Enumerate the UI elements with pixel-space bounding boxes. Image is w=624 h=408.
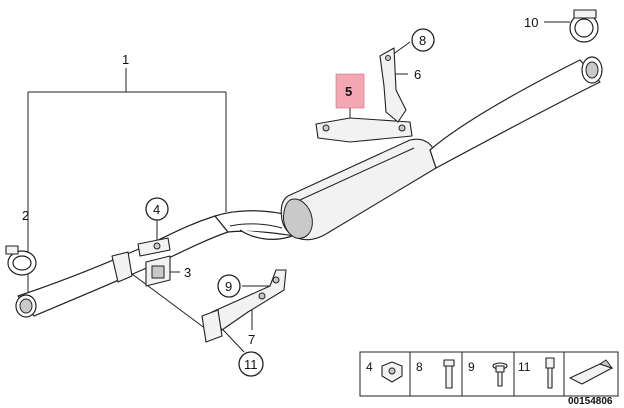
callout-circle-9 (217, 274, 241, 298)
callout-circle-8 (411, 28, 435, 52)
label-part-9: 9 (225, 279, 232, 294)
hardware-legend: 4 8 9 11 (359, 351, 619, 397)
part-labels: 1 2 3 4 5 6 7 8 9 10 11 (22, 15, 538, 377)
legend-item-11: 11 (518, 360, 531, 374)
bracket-part-7 (211, 269, 287, 331)
highlight-box-part-5 (335, 73, 365, 109)
label-part-8: 8 (419, 33, 426, 48)
label-part-11: 11 (244, 357, 258, 372)
label-part-2: 2 (22, 208, 29, 223)
legend-item-4: 4 (366, 360, 373, 374)
clamp-part-10 (569, 9, 599, 43)
callout-circle-4 (145, 197, 169, 221)
stud-bolt-icon (545, 357, 555, 389)
label-part-10: 10 (524, 15, 538, 30)
label-part-7: 7 (248, 332, 255, 347)
label-part-6: 6 (414, 67, 421, 82)
label-part-3: 3 (184, 265, 191, 280)
legend-item-8: 8 (416, 360, 423, 374)
legend-frame (359, 351, 619, 397)
nut-icon (381, 361, 403, 383)
label-part-5: 5 (345, 84, 352, 99)
leader-lines (27, 21, 570, 353)
rubber-mount-part-3 (145, 255, 171, 287)
hanger-bracket-part-6 (379, 47, 407, 123)
exhaust-pipe-assembly (15, 56, 603, 318)
label-part-1: 1 (122, 52, 129, 67)
rubber-mount-part-11 (201, 309, 223, 343)
bracket-part-4 (137, 237, 171, 257)
label-part-4: 4 (153, 202, 160, 217)
legend-item-9: 9 (468, 360, 475, 374)
arrow-reference-icon (569, 359, 614, 385)
callout-circle-11 (238, 351, 264, 377)
reference-number: 00154806 (568, 396, 613, 407)
flange-bolt-icon (492, 362, 508, 387)
clamp-part-2 (5, 245, 37, 276)
hanger-bracket-part-5 (315, 117, 413, 143)
rear-rubber-mount (111, 251, 133, 283)
bolt-icon (443, 359, 455, 389)
